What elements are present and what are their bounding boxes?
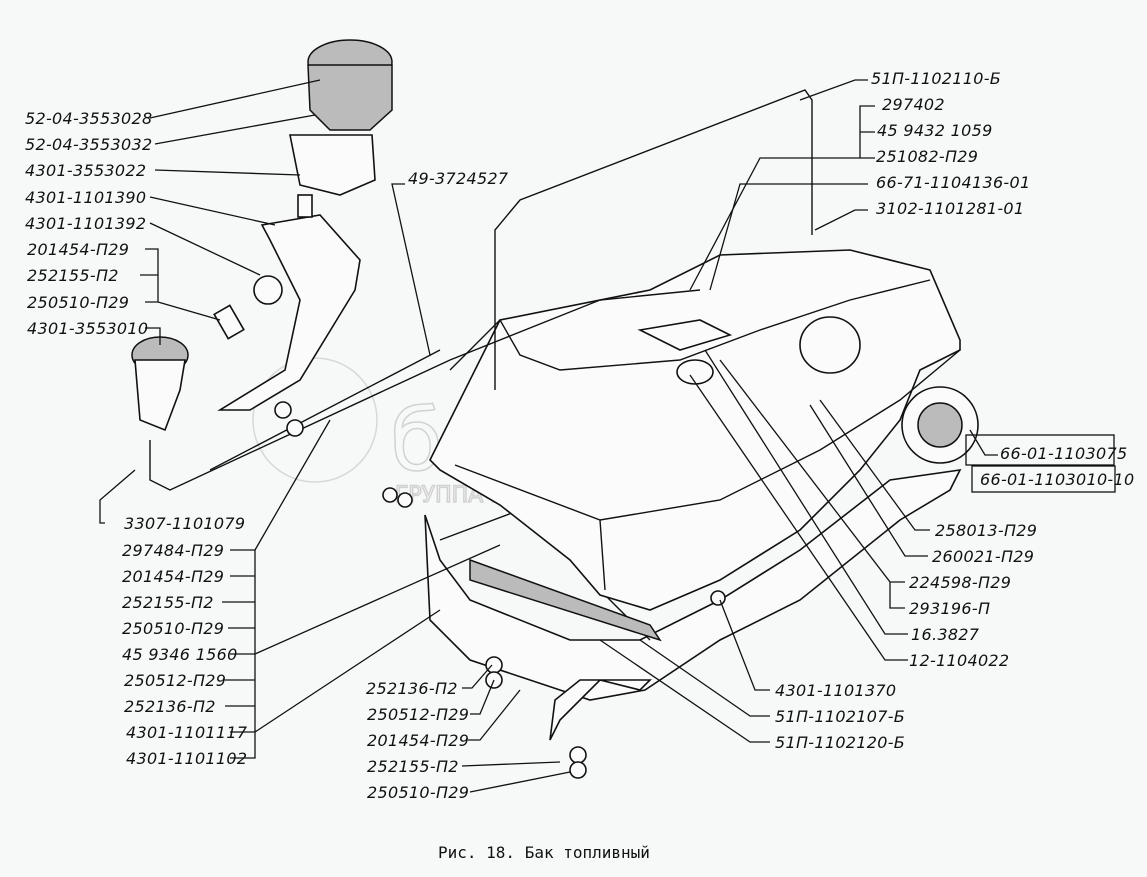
part-label: 4301-1101117 [126,723,248,742]
part-label: 250512-П29 [124,671,226,690]
part-label: 45 9346 1560 [122,645,238,664]
part-label: 66-71-1104136-01 [876,173,1030,192]
part-label: 201454-П29 [122,567,224,586]
part-label: 4301-1101390 [25,188,146,207]
part-label: 250510-П29 [367,783,469,802]
leader-lines [99,79,998,793]
part-label: 250510-П29 [27,293,129,312]
part-label: 49-3724527 [408,169,509,188]
part-label: 252155-П2 [122,593,214,612]
part-label: 297402 [882,95,945,114]
part-label: 51П-1102110-Б [871,69,1001,88]
part-label: 52-04-3553028 [25,109,152,128]
part-label: 297484-П29 [122,541,224,560]
part-label: 260021-П29 [932,547,1034,566]
part-label: 45 9432 1059 [877,121,993,140]
part-label-boxed: 66-01-1103075 [1000,444,1127,463]
part-label: 16.3827 [911,625,980,644]
part-label: 4301-3553010 [27,319,148,338]
part-label: 250510-П29 [122,619,224,638]
part-label: 250512-П29 [367,705,469,724]
part-label: 4301-1101102 [126,749,247,768]
part-label: 201454-П29 [27,240,129,259]
part-label: 258013-П29 [935,521,1037,540]
part-label: 4301-1101370 [775,681,896,700]
part-label: 201454-П29 [367,731,469,750]
part-label: 252155-П2 [367,757,459,776]
part-label: 252136-П2 [366,679,458,698]
part-label: 252136-П2 [124,697,216,716]
figure-caption: Рис. 18. Бак топливный [438,843,650,862]
part-label: 4301-1101392 [25,214,146,233]
part-label: 252155-П2 [27,266,119,285]
part-labels: 52-04-3553028 52-04-3553032 4301-3553022… [25,69,1134,802]
part-label: 3307-1101079 [124,514,245,533]
part-label-boxed: 66-01-1103010-10 [980,470,1134,489]
part-label: 251082-П29 [876,147,978,166]
part-label: 52-04-3553032 [25,135,152,154]
part-label: 224598-П29 [909,573,1011,592]
part-label: 51П-1102120-Б [775,733,905,752]
part-label: 4301-3553022 [25,161,146,180]
part-label: 3102-1101281-01 [876,199,1024,218]
part-label: 293196-П [909,599,990,618]
tank-drawing [131,39,979,779]
part-label: 51П-1102107-Б [775,707,905,726]
part-label: 12-1104022 [909,651,1009,670]
